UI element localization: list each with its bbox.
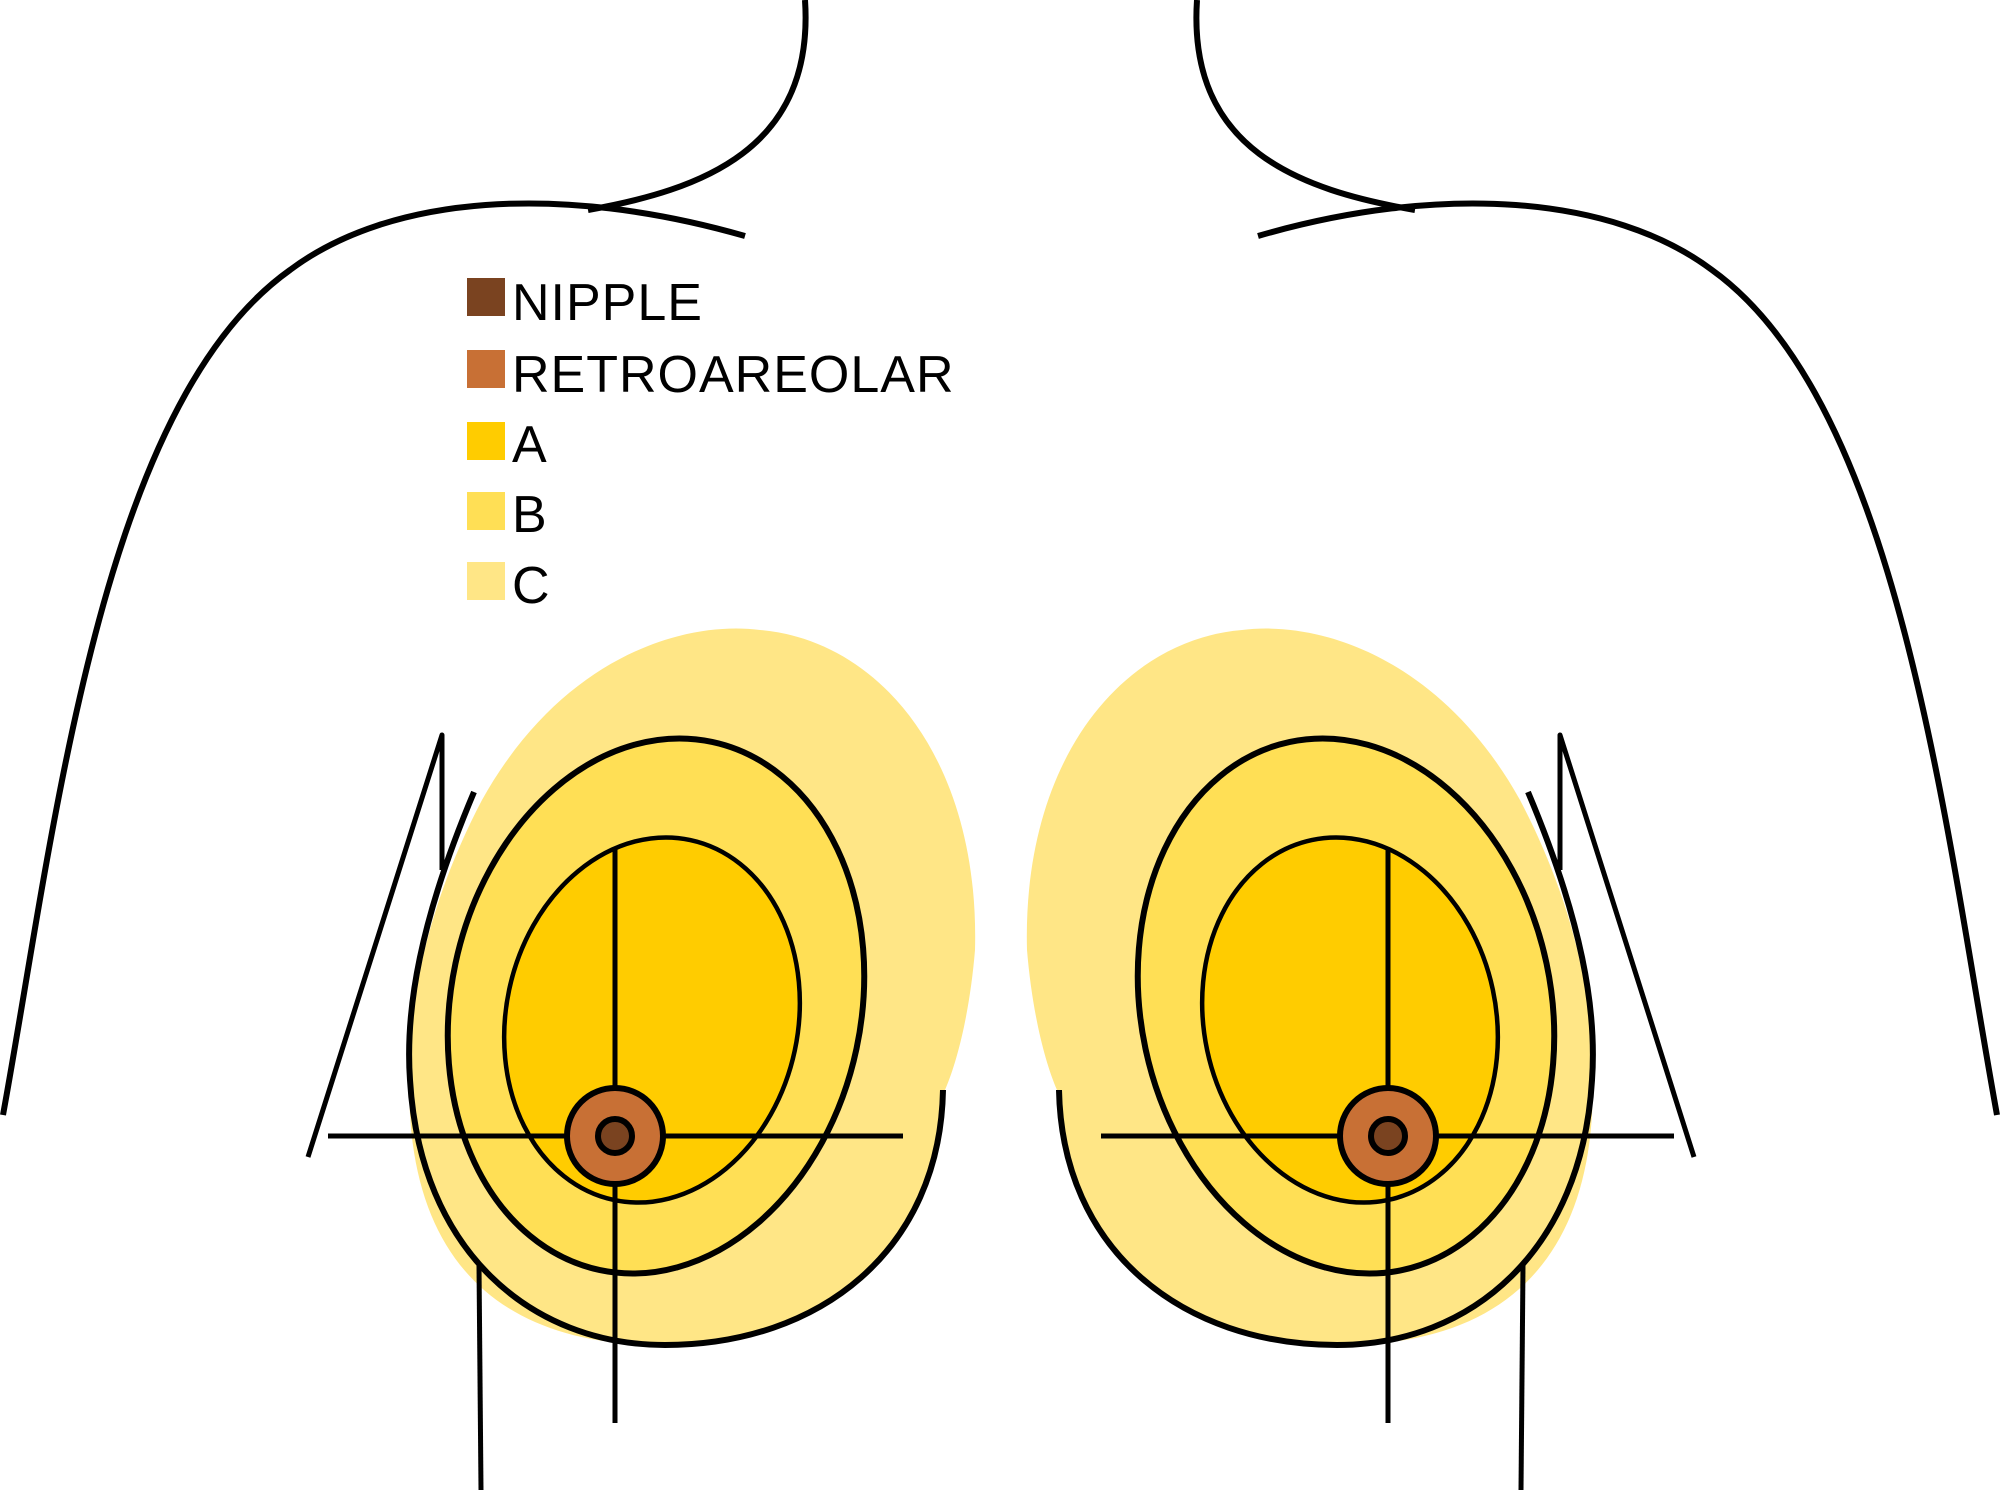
left-breast [305,628,976,1491]
legend-label-nipple: NIPPLE [512,274,703,332]
legend-label-c: C [512,557,551,615]
legend-swatch-b [467,492,505,530]
legend-swatch-retroareolar [467,350,505,388]
legend: NIPPLE RETROAREOLAR A B C [467,274,955,615]
neck-right-line [1193,0,1416,213]
legend-label-retroareolar: RETROAREOLAR [512,346,955,404]
legend-label-b: B [512,486,548,544]
left-side-line-lower [476,1264,484,1491]
neck-left-line [587,0,809,213]
right-side-line-lower [1518,1264,1526,1491]
right-breast-outline [1056,790,1596,1348]
left-side-line-upper [305,732,445,1158]
left-nipple [595,1116,635,1156]
torso-outline [0,0,2000,1116]
legend-label-a: A [512,416,548,474]
legend-swatch-c [467,562,505,600]
right-breast [1026,628,1697,1491]
legend-swatch-nipple [467,278,505,316]
right-side-line-upper [1557,732,1697,1158]
legend-swatch-a [467,422,505,460]
left-shoulder-arm-line [0,200,746,1116]
right-shoulder-arm-line [1257,200,2000,1116]
left-breast-outline [406,790,946,1348]
right-nipple [1368,1116,1408,1156]
